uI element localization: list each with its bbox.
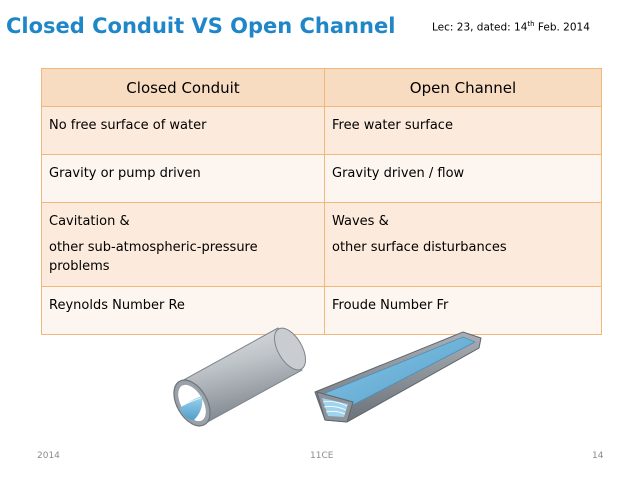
lecture-note-superscript: th [527,20,535,28]
cell-text: Waves & [332,214,389,229]
header-closed-conduit: Closed Conduit [41,68,325,107]
table-cell-open: Waves & other surface disturbances [324,202,602,287]
cell-text: Gravity or pump driven [49,166,201,181]
table-cell-open: Gravity driven / flow [324,154,602,203]
open-channel-icon [314,331,482,423]
cell-text: Free water surface [332,118,453,133]
cell-text: Gravity driven / flow [332,166,465,181]
footer-page-number: 14 [592,451,604,461]
header-open-channel: Open Channel [324,68,602,107]
table-cell-closed: No free surface of water [41,106,325,155]
table-cell-closed: Gravity or pump driven [41,154,325,203]
closed-pipe-icon [173,327,306,427]
lecture-date-note: Lec: 23, dated: 14th Feb. 2014 [432,20,590,34]
cell-text: Froude Number Fr [332,298,449,313]
slide-title: Closed Conduit VS Open Channel [6,14,396,38]
footer-year: 2014 [37,451,60,461]
table-header-row: Closed Conduit Open Channel [41,68,602,107]
table-row: Gravity or pump driven Gravity driven / … [41,154,602,203]
cell-text: No free surface of water [49,118,207,133]
cell-text: Cavitation & [49,214,130,229]
lecture-note-prefix: Lec: 23, dated: 14 [432,21,528,34]
table-row: Cavitation & other sub-atmospheric-press… [41,202,602,287]
table-row: No free surface of water Free water surf… [41,106,602,155]
lecture-note-suffix: Feb. 2014 [534,21,590,34]
comparison-table: Closed Conduit Open Channel No free surf… [41,68,602,335]
table-cell-closed: Reynolds Number Re [41,286,325,335]
table-cell-open: Froude Number Fr [324,286,602,335]
cell-text: Reynolds Number Re [49,298,185,313]
footer-course-code: 11CE [310,451,334,461]
cell-text: other surface disturbances [332,240,507,255]
table-row: Reynolds Number Re Froude Number Fr [41,286,602,335]
table-cell-closed: Cavitation & other sub-atmospheric-press… [41,202,325,287]
cell-text: other sub-atmospheric-pressure problems [49,240,258,274]
table-cell-open: Free water surface [324,106,602,155]
